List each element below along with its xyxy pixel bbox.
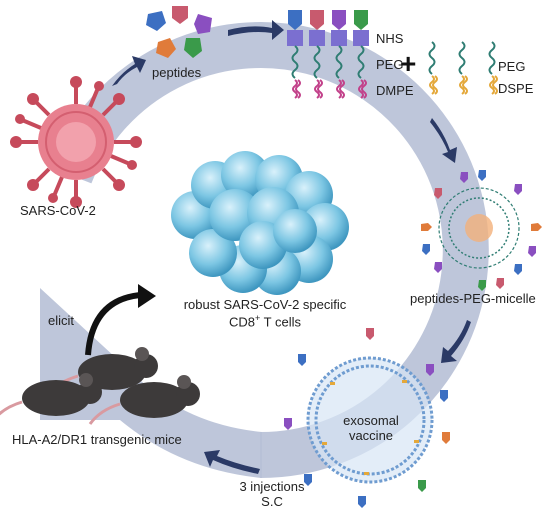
cycle-ring-lower <box>40 288 262 478</box>
exosomal-vaccine-icon <box>284 328 450 508</box>
peg-dspe-molecules <box>428 41 498 95</box>
arrow-to-exosome <box>441 320 471 363</box>
vaccine-label-line2: vaccine <box>348 427 394 443</box>
vaccine-label: exosomal vaccine <box>335 413 407 444</box>
arrow-to-micelle <box>430 118 457 163</box>
elicit-label: elicit <box>48 313 75 328</box>
arrow-virus-to-peptides <box>112 56 146 86</box>
arrow-peptides-to-nhs <box>228 20 284 40</box>
cycle-arrows <box>112 20 471 474</box>
peptides-label: peptides <box>152 65 202 80</box>
transgenic-mice-icon <box>0 347 200 425</box>
tcells-label-line2: CD8+ T cells <box>175 313 355 330</box>
tcells-cd8-text: CD8 <box>229 314 256 330</box>
plus-sign: + <box>400 48 417 79</box>
dmpe-label: DMPE <box>376 83 414 98</box>
nhs-label: NHS <box>376 31 404 46</box>
peptide-peg-dmpe-conjugates <box>287 10 369 99</box>
tcells-suffix-text: T cells <box>260 314 301 330</box>
peg-label-left: PEG <box>376 57 404 72</box>
injections-label-line1: 3 injections <box>239 479 305 494</box>
elicit-arrow-head <box>138 284 156 308</box>
vaccine-label-line1: exosomal <box>343 413 399 428</box>
dspe-label: DSPE <box>498 81 534 96</box>
tcells-label: robust SARS-CoV-2 specific CD8+ T cells <box>175 297 355 330</box>
peptides-icon <box>146 6 212 58</box>
elicit-arrow <box>85 292 141 356</box>
injections-label: 3 injections S.C <box>222 479 322 510</box>
peg-label-right: PEG <box>498 59 526 74</box>
injections-label-line2: S.C <box>261 493 283 509</box>
sars-cov-2-virus-icon <box>10 76 142 208</box>
arrow-to-mice <box>204 450 260 474</box>
tcells-plus-superscript: + <box>255 312 261 323</box>
micelle-label: peptides-PEG-micelle <box>410 291 536 306</box>
mice-label: HLA-A2/DR1 transgenic mice <box>12 432 182 447</box>
cd8-t-cell-cluster-icon <box>171 151 349 295</box>
peptides-peg-micelle-icon <box>421 170 542 291</box>
tcells-label-line1: robust SARS-CoV-2 specific <box>183 297 347 312</box>
virus-label: SARS-CoV-2 <box>20 203 96 218</box>
